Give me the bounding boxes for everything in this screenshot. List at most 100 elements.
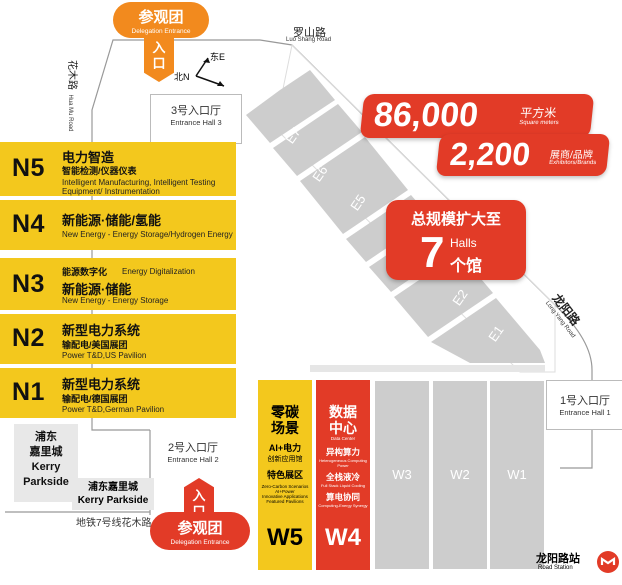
hall-w2-label: W2: [450, 467, 470, 482]
hall-w2[interactable]: [433, 381, 487, 569]
hall-w5-code: W5: [267, 524, 303, 551]
stat-area-number: 86,000: [372, 96, 481, 134]
hall-w5-en1: Zero-Carbon Scenarios: [261, 484, 309, 489]
kerry-en1: Kerry: [31, 461, 61, 473]
hall-w5-en3: Innovative Applications: [262, 494, 308, 499]
metro-line-7: 地铁7号线花木路: [76, 518, 152, 529]
hall-n3-pre-zh: 能源数字化: [62, 267, 108, 277]
hall-w4-en5: Computing-Energy Synergy: [318, 503, 368, 508]
hall-e7-shape: [246, 70, 335, 143]
hall-w5-line1: 零碳: [271, 404, 299, 420]
hall-n3-pre-en: Energy Digitalization: [122, 267, 195, 276]
stat-area-badge: 86,000 平方米 Square meters: [359, 94, 595, 138]
hall-w4-line5: 算电协同: [325, 492, 360, 502]
hall-w1-label: W1: [507, 467, 527, 482]
hall-n4-sub-en: New Energy - Energy Storage/Hydrogen Ene…: [62, 230, 233, 239]
entrance-hall-2[interactable]: 2号入口厅 Entrance Hall 2: [150, 432, 236, 472]
hall-n1-code: N1: [12, 378, 45, 406]
stat-brands-badge: 2,200 展商/品牌 Exhibitors/Brands: [435, 134, 611, 176]
hall-n5-title: 电力智造: [62, 150, 115, 165]
stat-halls-en: Halls: [450, 236, 477, 250]
hall-n4-title: 新能源·储能/氢能: [62, 213, 161, 228]
hall-w4-en4: Full Stack Liquid Cooling: [320, 483, 366, 488]
hall-n2-code: N2: [12, 324, 45, 352]
hall-w4-code: W4: [325, 524, 361, 551]
hall-w4-en3: Heterogeneous Computing Power: [319, 458, 367, 468]
delegation-top-zh: 参观团: [138, 9, 184, 26]
station-en: Road Station: [538, 565, 573, 571]
hall-w4-line3: 异构算力: [325, 447, 360, 457]
kerry-bottom-en: Kerry Parkside: [77, 495, 149, 506]
stat-area-zh: 平方米: [519, 106, 558, 120]
hall-w4-line4: 全栈液冷: [325, 472, 360, 482]
stat-halls-number: 7: [420, 228, 445, 277]
delegation-top-en: Delegation Entrance: [131, 28, 191, 35]
entrance-hall-3-en: Entrance Hall 3: [170, 118, 222, 127]
hall-n2[interactable]: N2 新型电力系统 输配电/美国展团 Power T&D,US Pavilion: [0, 314, 236, 364]
delegation-bottom-en: Delegation Entrance: [170, 539, 230, 546]
hall-n5-sub-zh: 智能检测/仪器仪表: [62, 166, 137, 176]
stat-area-en: Square meters: [518, 120, 559, 126]
hall-w5-line5: 特色展区: [266, 470, 303, 480]
kerry-bottom-zh: 浦东嘉里城: [88, 482, 138, 493]
entrance-hall-1-en: Entrance Hall 1: [559, 408, 611, 417]
stat-scale-zh: 总规模扩大至: [410, 211, 501, 228]
stat-halls-zh: 个馆: [450, 258, 483, 275]
hall-n1-sub-zh: 输配电/德国展团: [62, 394, 128, 404]
station-zh: 龙阳路站: [536, 553, 580, 565]
hall-n4[interactable]: N4 新能源·储能/氢能 New Energy - Energy Storage…: [0, 200, 236, 250]
kerry-parkside-bottom[interactable]: 浦东嘉里城 Kerry Parkside: [72, 478, 154, 510]
entrance-hall-2-zh: 2号入口厅: [167, 442, 219, 454]
hall-w5[interactable]: 零碳 场景 AI+电力 创新应用馆 特色展区 Zero-Carbon Scena…: [258, 380, 312, 570]
compass-east: 东E: [210, 52, 226, 62]
hall-w4-line2: 中心: [329, 420, 357, 436]
hall-w1[interactable]: [490, 381, 544, 569]
entrance-hall-3[interactable]: 3号入口厅 Entrance Hall 3: [150, 94, 242, 144]
hall-n5-sub-en: Intelligent Manufacturing, Intelligent T…: [62, 178, 216, 196]
hall-w3-label: W3: [392, 467, 412, 482]
entrance-hall-1[interactable]: 1号入口厅 Entrance Hall 1: [546, 380, 622, 430]
entrance-hall-2-en: Entrance Hall 2: [167, 455, 219, 464]
delegation-bottom-zh: 参观团: [177, 520, 223, 537]
stat-brands-number: 2,200: [448, 136, 533, 172]
hall-n2-sub-zh: 输配电/美国展团: [62, 340, 128, 350]
metro-logo-icon: [597, 551, 619, 573]
hall-w4-en0: Data Center: [330, 436, 356, 441]
station-label: 龙阳路站 Road Station: [536, 548, 622, 578]
delegation-entrance-top[interactable]: 参观团 Delegation Entrance: [113, 2, 209, 38]
hall-n1-title: 新型电力系统: [62, 377, 141, 392]
hall-e1-shape: [431, 298, 545, 363]
kerry-parkside-box[interactable]: 浦东 嘉里城 Kerry Parkside: [14, 424, 78, 502]
hall-n2-title: 新型电力系统: [62, 323, 141, 338]
hall-n2-sub-en: Power T&D,US Pavilion: [62, 351, 147, 360]
hall-n1[interactable]: N1 新型电力系统 输配电/德国展团 Power T&D,German Pavi…: [0, 368, 236, 418]
luoshan-road-en: Luo Shang Road: [286, 37, 332, 43]
delegation-entrance-bottom[interactable]: 参观团 Delegation Entrance: [150, 512, 250, 550]
hall-n3[interactable]: N3 能源数字化 Energy Digitalization 新能源·储能 Ne…: [0, 258, 236, 310]
hall-w4-line1: 数据: [329, 404, 357, 420]
hall-n4-code: N4: [12, 210, 45, 238]
hall-n5[interactable]: N5 电力智造 智能检测/仪器仪表 Intelligent Manufactur…: [0, 142, 236, 196]
stat-brands-zh: 展商/品牌: [549, 150, 594, 161]
hall-w5-en4: Featured Pavilions: [266, 499, 304, 504]
compass-arrow-icon: [195, 57, 225, 87]
stat-scale-badge: 总规模扩大至 7 Halls 个馆: [386, 200, 526, 280]
hall-w4[interactable]: 数据 中心 Data Center 异构算力 Heterogeneous Com…: [316, 380, 370, 570]
hall-n3-title: 新能源·储能: [62, 282, 132, 297]
delegation-top-arrow-text: 入口: [152, 40, 166, 71]
hall-n1-sub-en: Power T&D,German Pavilion: [62, 405, 165, 414]
hall-w3[interactable]: [375, 381, 429, 569]
hall-n3-sub-en: New Energy - Energy Storage: [62, 296, 169, 305]
hall-e5-shape: [300, 137, 408, 234]
hall-e6-shape: [273, 104, 362, 176]
entrance-hall-1-zh: 1号入口厅: [559, 395, 611, 407]
delegation-top-arrow: 入口: [144, 36, 174, 82]
stat-brands-en: Exhibitors/Brands: [548, 160, 597, 166]
kerry-zh1: 浦东: [35, 431, 57, 443]
hall-n3-code: N3: [12, 270, 45, 298]
compass-north: 北N: [174, 72, 190, 82]
hall-w5-line2: 场景: [271, 420, 299, 436]
luoshan-road-zh: 罗山路: [293, 27, 326, 39]
kerry-zh2: 嘉里城: [29, 446, 63, 458]
kerry-en2: Parkside: [23, 476, 69, 488]
